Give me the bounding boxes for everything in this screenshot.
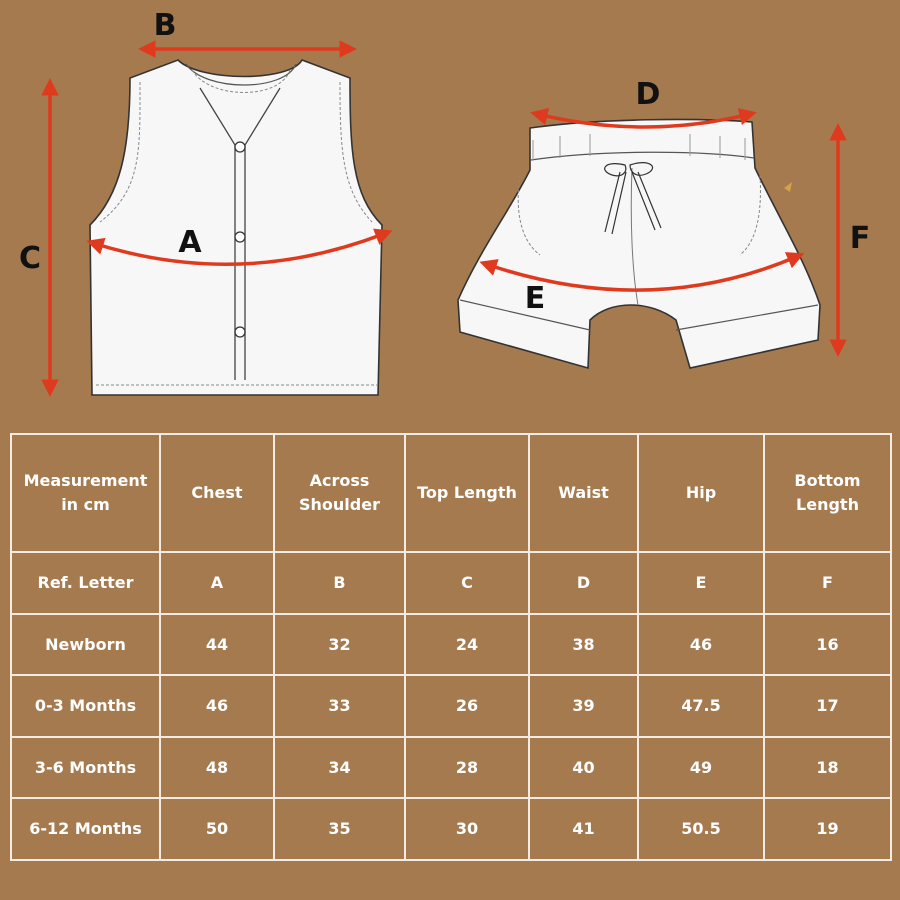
table-row: 0-3 Months 46 33 26 39 47.5 17 bbox=[10, 674, 892, 738]
table-cell: B bbox=[273, 551, 406, 615]
label-e: E bbox=[525, 281, 546, 316]
row-label: 3-6 Months bbox=[10, 735, 161, 800]
header-waist: Waist bbox=[528, 432, 639, 554]
table-cell: C bbox=[404, 551, 530, 615]
table-cell: 44 bbox=[159, 612, 275, 677]
table-cell: 17 bbox=[763, 674, 892, 738]
table-cell: 33 bbox=[273, 674, 406, 738]
table-cell: 46 bbox=[637, 612, 765, 677]
table-cell: 41 bbox=[528, 797, 639, 861]
garment-illustration: B C A D E F bbox=[19, 8, 871, 397]
table-cell: 46 bbox=[159, 674, 275, 738]
label-d: D bbox=[636, 77, 661, 112]
vest-button bbox=[234, 231, 246, 243]
header-top-length: Top Length bbox=[404, 432, 530, 554]
table-cell: 24 bbox=[404, 612, 530, 677]
shorts-illustration bbox=[457, 118, 821, 370]
row-label: 0-3 Months bbox=[10, 674, 161, 738]
table-cell: 34 bbox=[273, 735, 406, 800]
table-cell: 19 bbox=[763, 797, 892, 861]
table-cell: 39 bbox=[528, 674, 639, 738]
label-b: B bbox=[154, 8, 177, 43]
arrow-waist bbox=[530, 107, 757, 129]
row-label: Newborn bbox=[10, 612, 161, 677]
bird-logo-icon bbox=[784, 182, 792, 192]
table-row: Ref. Letter A B C D E F bbox=[10, 551, 892, 615]
table-cell: 26 bbox=[404, 674, 530, 738]
table-cell: 47.5 bbox=[637, 674, 765, 738]
arrow-hip bbox=[479, 252, 805, 292]
table-cell: 28 bbox=[404, 735, 530, 800]
table-cell: 30 bbox=[404, 797, 530, 861]
table-row: Newborn 44 32 24 38 46 16 bbox=[10, 612, 892, 677]
vest-button bbox=[234, 141, 246, 153]
label-f: F bbox=[850, 221, 871, 256]
vest-illustration bbox=[89, 59, 383, 396]
header-chest: Chest bbox=[159, 432, 275, 554]
header-hip: Hip bbox=[637, 432, 765, 554]
table-cell: F bbox=[763, 551, 892, 615]
table-row: 6-12 Months 50 35 30 41 50.5 19 bbox=[10, 797, 892, 861]
table-row: 3-6 Months 48 34 28 40 49 18 bbox=[10, 735, 892, 800]
label-a: A bbox=[178, 225, 202, 260]
table-cell: 40 bbox=[528, 735, 639, 800]
table-cell: D bbox=[528, 551, 639, 615]
table-cell: 35 bbox=[273, 797, 406, 861]
table-cell: 49 bbox=[637, 735, 765, 800]
table-cell: 32 bbox=[273, 612, 406, 677]
table-cell: 48 bbox=[159, 735, 275, 800]
table-cell: E bbox=[637, 551, 765, 615]
table-cell: 50 bbox=[159, 797, 275, 861]
table-cell: 38 bbox=[528, 612, 639, 677]
label-c: C bbox=[19, 241, 41, 276]
table-cell: 16 bbox=[763, 612, 892, 677]
row-label: Ref. Letter bbox=[10, 551, 161, 615]
arrow-chest bbox=[86, 228, 393, 266]
table-cell: A bbox=[159, 551, 275, 615]
table-cell: 50.5 bbox=[637, 797, 765, 861]
vest-button bbox=[234, 326, 246, 338]
table-cell: 18 bbox=[763, 735, 892, 800]
row-label: 6-12 Months bbox=[10, 797, 161, 861]
